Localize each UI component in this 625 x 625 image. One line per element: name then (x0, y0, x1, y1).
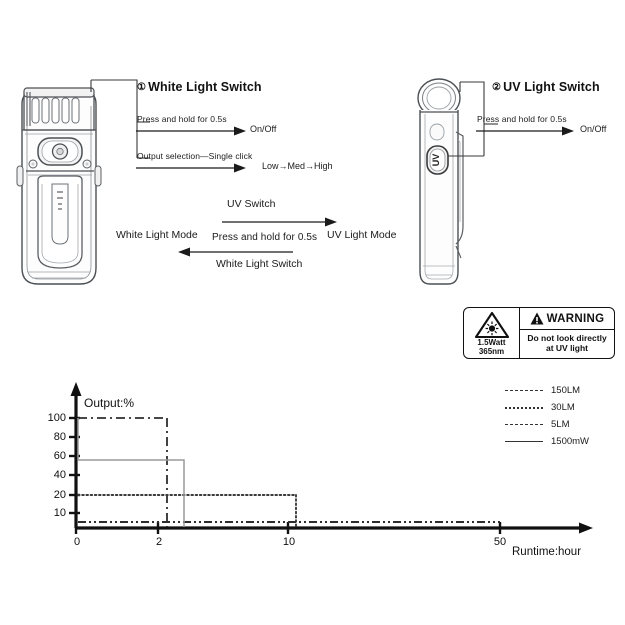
chart-axes (70, 382, 593, 534)
legend-label-150LM: 150LM (551, 385, 581, 396)
warning-title-row: WARNING (520, 308, 614, 330)
white-light-switch-button (37, 137, 83, 166)
uv-hazard-triangle-icon (474, 311, 509, 338)
uv-light-switch-number: ② (492, 82, 502, 93)
white-light-mode-label: White Light Mode (116, 229, 198, 241)
uv-light-action-1-result: On/Off (580, 124, 607, 134)
warning-title: WARNING (546, 312, 605, 325)
uv-switch-arrow-right (222, 217, 337, 227)
legend-item-150LM: 150LM (505, 382, 589, 399)
legend-item-30LM: 30LM (505, 399, 589, 416)
chart-xtick-0: 0 (73, 536, 81, 548)
white-light-switch-arrow-left (178, 247, 293, 257)
white-light-action-2-caption: Output selection—Single click (137, 151, 253, 161)
legend-label-5LM: 5LM (551, 419, 570, 430)
chart-ytick-20: 20 (53, 489, 66, 501)
chart-legend: 150LM 30LM 5LM 1500mW (505, 382, 589, 450)
warning-body: Do not look directly at UV light (520, 330, 614, 358)
chart-ytick-60: 60 (53, 450, 66, 462)
chart-x-axis-title: Runtime:hour (512, 546, 582, 558)
legend-swatch-30LM (505, 403, 543, 413)
white-light-switch-label: White Light Switch (216, 258, 303, 270)
chart-ytick-100: 100 (47, 412, 66, 424)
chart-ytick-10: 10 (53, 507, 66, 519)
warning-body-line-1: Do not look directly (527, 333, 607, 344)
white-light-action-2-arrow (136, 163, 246, 173)
white-light-switch-title: White Light Switch (148, 80, 262, 94)
uv-light-mode-label: UV Light Mode (327, 229, 397, 241)
legend-label-30LM: 30LM (551, 402, 575, 413)
chart-y-axis-title: Output:% (84, 396, 135, 410)
svg-text:UV: UV (431, 154, 441, 167)
white-light-leader-lines (90, 79, 150, 159)
warning-power: 1.5Watt (477, 337, 506, 347)
white-light-action-1-result: On/Off (250, 124, 277, 134)
flashlight-side-view: UV (417, 78, 464, 285)
legend-swatch-1500mW (505, 437, 543, 447)
white-light-action-2-result: Low→Med→High (262, 161, 333, 171)
mode-switch-center-caption: Press and hold for 0.5s (212, 232, 318, 243)
chart-series-1500mW (77, 418, 185, 527)
runtime-output-chart: Output:% Runtime:hour 100 80 60 40 20 10… (0, 370, 625, 585)
chart-ytick-40: 40 (53, 469, 66, 481)
chart-series-150LM (78, 417, 168, 527)
uv-switch-label: UV Switch (227, 198, 276, 210)
chart-xtick-10: 10 (282, 536, 296, 548)
chart-x-ticks (74, 522, 502, 534)
uv-light-action-1-caption: Press and hold for 0.5s (477, 114, 567, 124)
warning-label: 1.5Watt 365nm WARNING Do not look direct… (463, 307, 615, 359)
uv-light-switch-title: UV Light Switch (503, 80, 600, 94)
chart-xtick-2: 2 (155, 536, 163, 548)
uv-light-action-1-arrow (476, 126, 574, 136)
uv-light-switch-button: UV (426, 145, 449, 175)
warning-triangle-icon (530, 312, 544, 325)
white-light-action-1-caption: Press and hold for 0.5s (137, 114, 227, 124)
chart-plot-area (69, 382, 593, 534)
legend-item-1500mW: 1500mW (505, 433, 589, 450)
legend-label-1500mW: 1500mW (551, 436, 590, 447)
white-light-action-1-arrow (136, 126, 246, 136)
chart-xtick-50: 50 (493, 536, 507, 548)
legend-item-5LM: 5LM (505, 416, 589, 433)
flashlight-front-view (16, 87, 102, 285)
chart-ytick-80: 80 (53, 431, 66, 443)
warning-message-block: WARNING Do not look directly at UV light (520, 308, 614, 358)
warning-body-line-2: at UV light (545, 343, 589, 353)
legend-swatch-150LM (505, 386, 543, 396)
white-light-switch-number: ① (137, 82, 147, 93)
legend-swatch-5LM (505, 420, 543, 430)
warning-wavelength: 365nm (478, 346, 505, 356)
warning-hazard-block: 1.5Watt 365nm (464, 308, 520, 358)
